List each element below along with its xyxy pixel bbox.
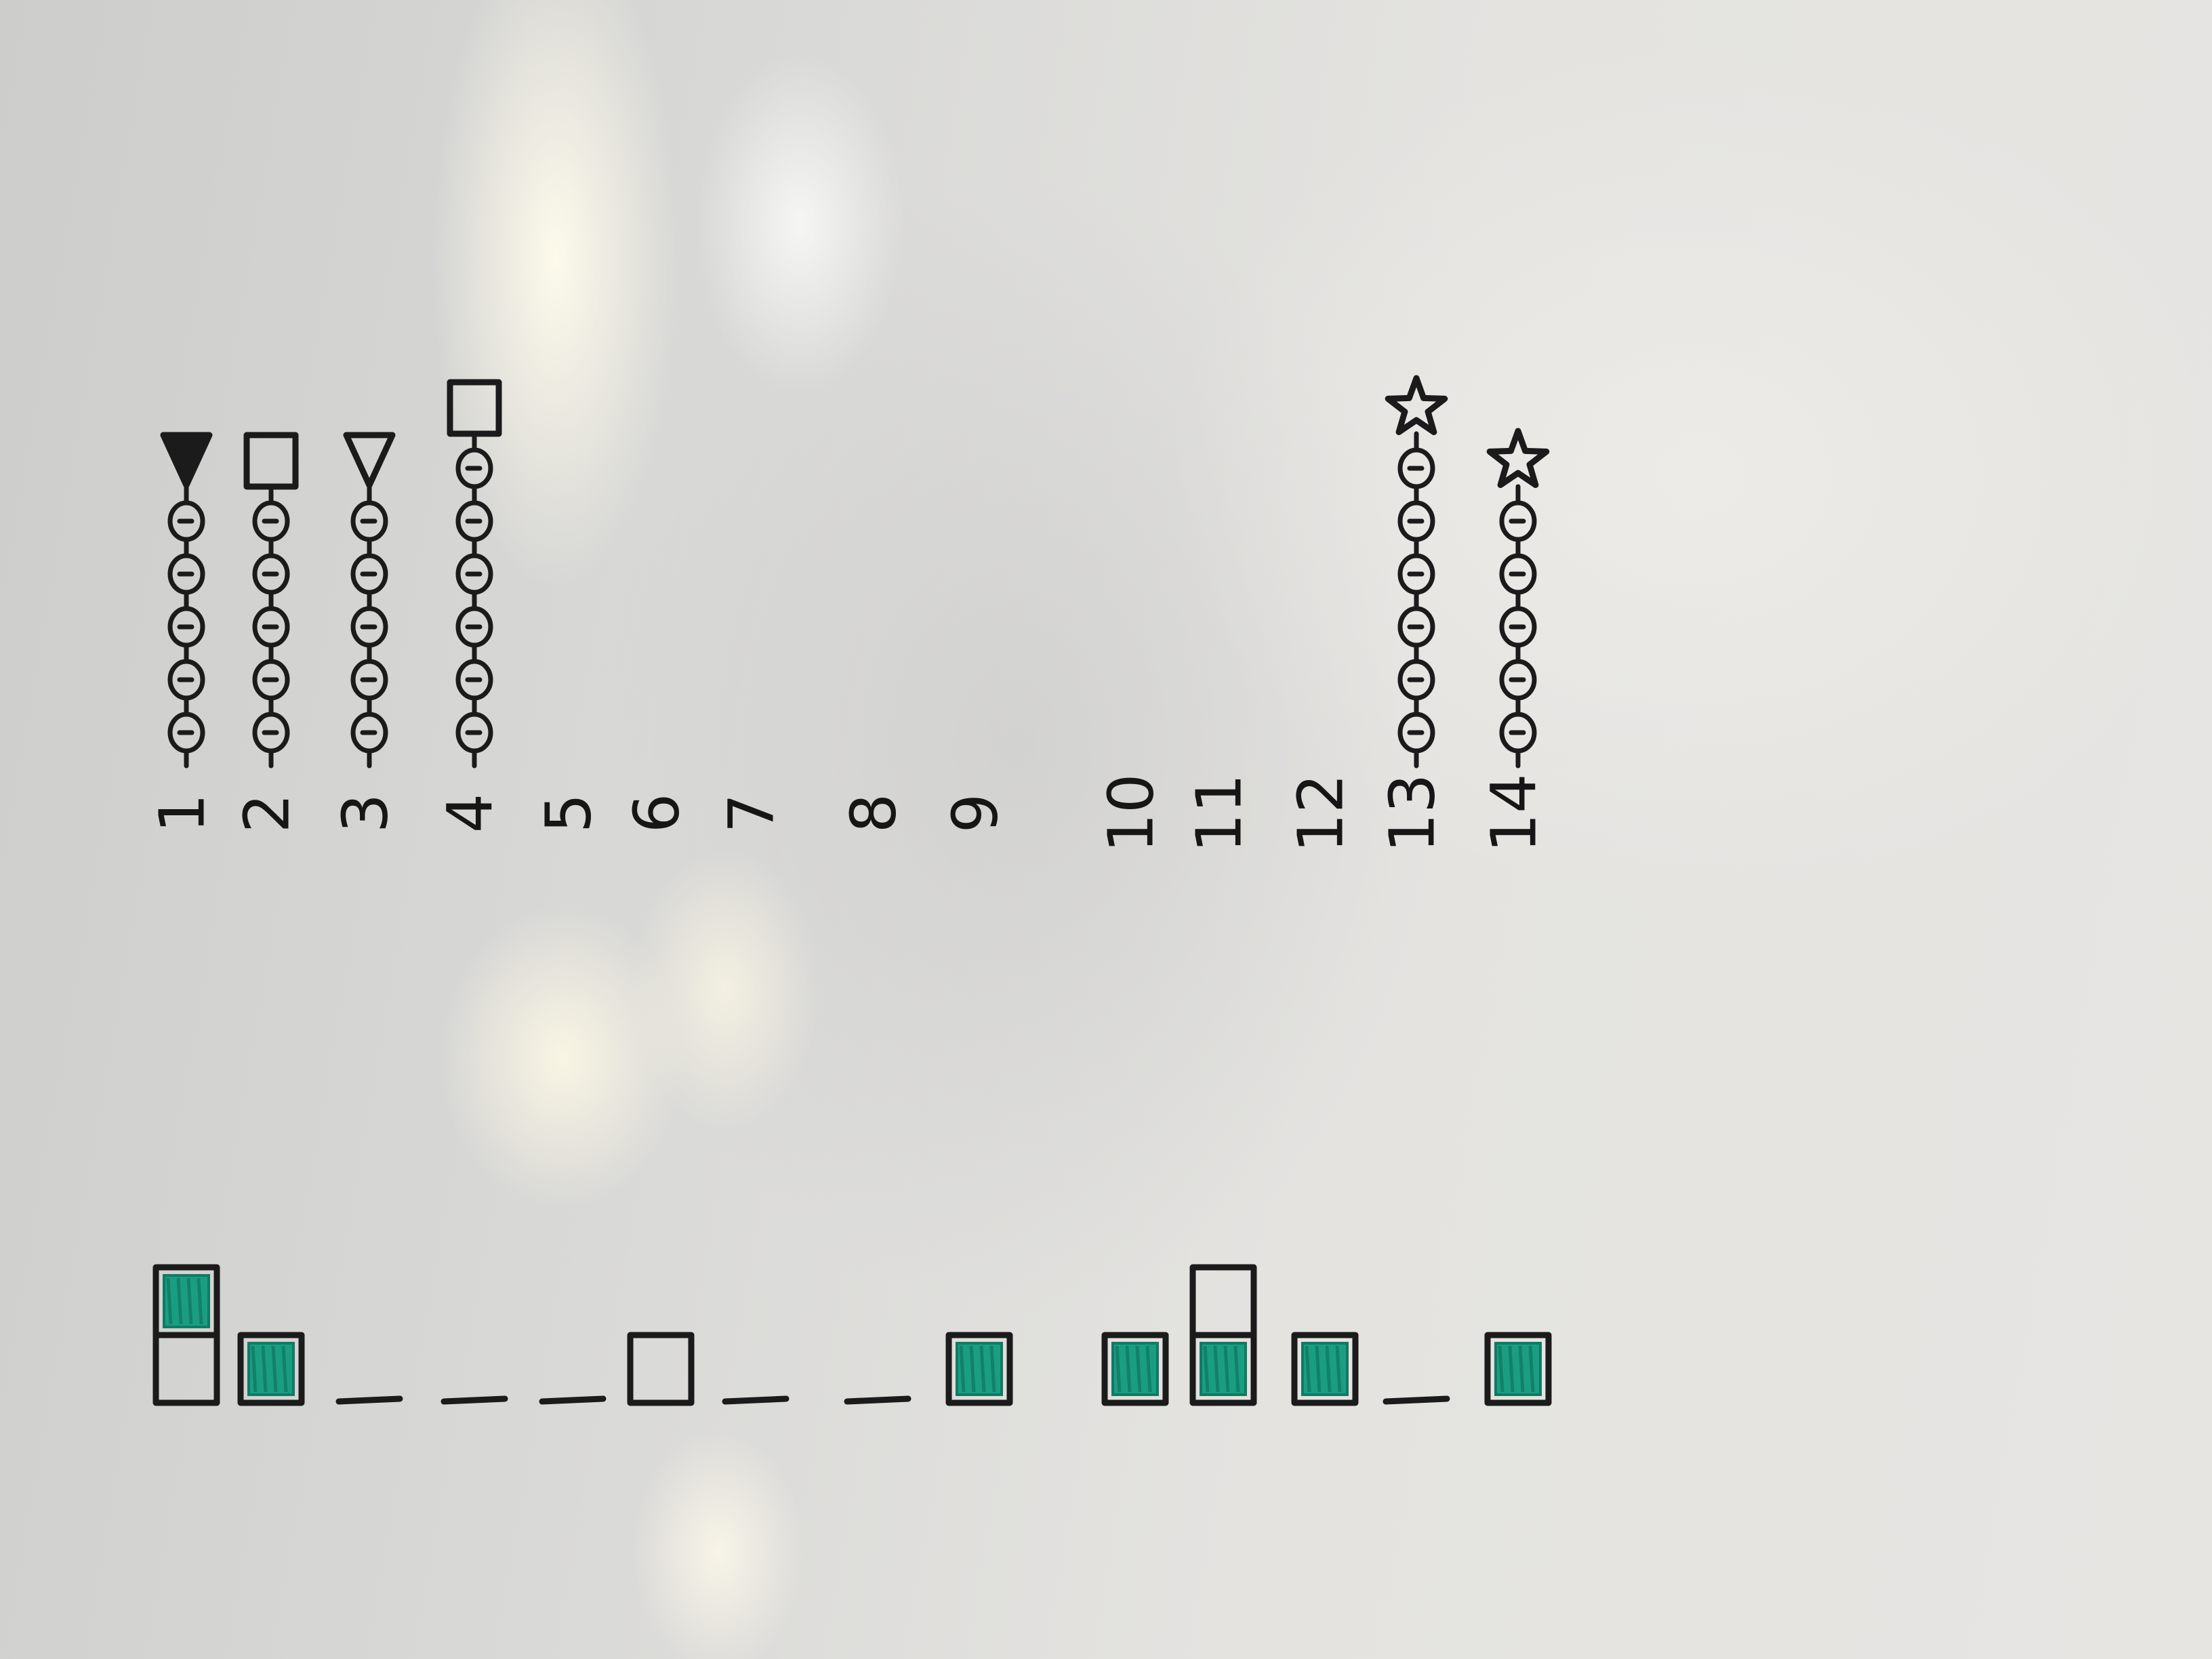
bottom-mark xyxy=(844,1395,912,1405)
bottom-mark xyxy=(237,1332,305,1406)
green-stroke xyxy=(1213,1345,1220,1393)
node-rows xyxy=(160,375,1550,769)
green-stroke xyxy=(1145,1345,1152,1393)
green-stroke xyxy=(1508,1345,1515,1393)
number-label: 7 xyxy=(715,794,787,834)
node-row xyxy=(1486,428,1550,769)
green-stroke xyxy=(969,1345,976,1393)
green-stroke xyxy=(251,1345,258,1393)
green-stroke xyxy=(1325,1345,1332,1393)
number-label: 13 xyxy=(1376,773,1448,853)
dash-mark xyxy=(335,1395,403,1405)
triangle-icon xyxy=(160,432,213,489)
number-label: 14 xyxy=(1477,773,1550,853)
node-row xyxy=(243,432,299,769)
green-stroke xyxy=(197,1277,203,1325)
green-stroke xyxy=(1498,1345,1504,1393)
bottom-mark xyxy=(627,1332,695,1406)
green-stroke xyxy=(959,1345,966,1393)
green-stroke xyxy=(1135,1345,1142,1393)
number-label: 11 xyxy=(1183,773,1255,853)
star-icon xyxy=(1385,375,1448,436)
number-label: 10 xyxy=(1094,773,1167,853)
empty-box xyxy=(1189,1264,1257,1338)
node-row xyxy=(447,379,502,769)
bottom-mark xyxy=(1189,1264,1257,1406)
filled-box xyxy=(1484,1332,1552,1406)
green-stroke xyxy=(1223,1345,1230,1393)
green-stroke xyxy=(1528,1345,1535,1393)
triangle-icon xyxy=(343,432,396,489)
bottom-mark xyxy=(441,1395,508,1405)
filled-box xyxy=(945,1332,1013,1406)
number-label: 8 xyxy=(837,794,909,834)
dash-mark xyxy=(1382,1395,1450,1405)
green-stroke xyxy=(1203,1345,1210,1393)
number-label: 3 xyxy=(329,794,401,834)
filled-box xyxy=(1291,1332,1359,1406)
number-label: 1 xyxy=(146,794,218,834)
bottom-mark xyxy=(1382,1395,1450,1405)
node-row xyxy=(160,432,213,769)
green-stroke xyxy=(186,1277,193,1325)
filled-box xyxy=(152,1264,220,1338)
bottom-mark xyxy=(152,1264,220,1406)
dash-mark xyxy=(722,1395,790,1405)
dash-mark xyxy=(441,1395,508,1405)
green-stroke xyxy=(1233,1345,1240,1393)
number-label: 6 xyxy=(620,794,693,834)
node-row xyxy=(343,432,396,769)
number-label: 12 xyxy=(1284,773,1357,853)
bottom-row xyxy=(152,1264,1552,1406)
green-stroke xyxy=(979,1345,986,1393)
green-stroke xyxy=(989,1345,996,1393)
dash-mark xyxy=(539,1395,607,1405)
star-icon xyxy=(1486,428,1550,489)
empty-box xyxy=(152,1332,220,1406)
bottom-mark xyxy=(539,1395,607,1405)
bottom-mark xyxy=(945,1332,1013,1406)
green-stroke xyxy=(271,1345,278,1393)
dash-mark xyxy=(844,1395,912,1405)
number-label: 5 xyxy=(532,794,605,834)
bottom-mark xyxy=(1291,1332,1359,1406)
green-stroke xyxy=(1335,1345,1342,1393)
bottom-mark xyxy=(335,1395,403,1405)
bottom-mark xyxy=(1484,1332,1552,1406)
filled-box xyxy=(1101,1332,1169,1406)
square-icon xyxy=(243,432,299,490)
node-row xyxy=(1385,375,1448,769)
green-stroke xyxy=(1315,1345,1322,1393)
number-label: 4 xyxy=(434,794,506,834)
green-stroke xyxy=(1518,1345,1525,1393)
green-stroke xyxy=(1305,1345,1311,1393)
empty-box xyxy=(627,1332,695,1406)
green-stroke xyxy=(1115,1345,1122,1393)
filled-box xyxy=(237,1332,305,1406)
bottom-mark xyxy=(1101,1332,1169,1406)
bottom-mark xyxy=(722,1395,790,1405)
green-stroke xyxy=(281,1345,288,1393)
square-icon xyxy=(447,379,502,437)
green-stroke xyxy=(166,1277,173,1325)
green-stroke xyxy=(1125,1345,1132,1393)
green-stroke xyxy=(176,1277,183,1325)
number-label: 9 xyxy=(939,794,1011,834)
green-stroke xyxy=(261,1345,268,1393)
number-label: 2 xyxy=(230,794,303,834)
